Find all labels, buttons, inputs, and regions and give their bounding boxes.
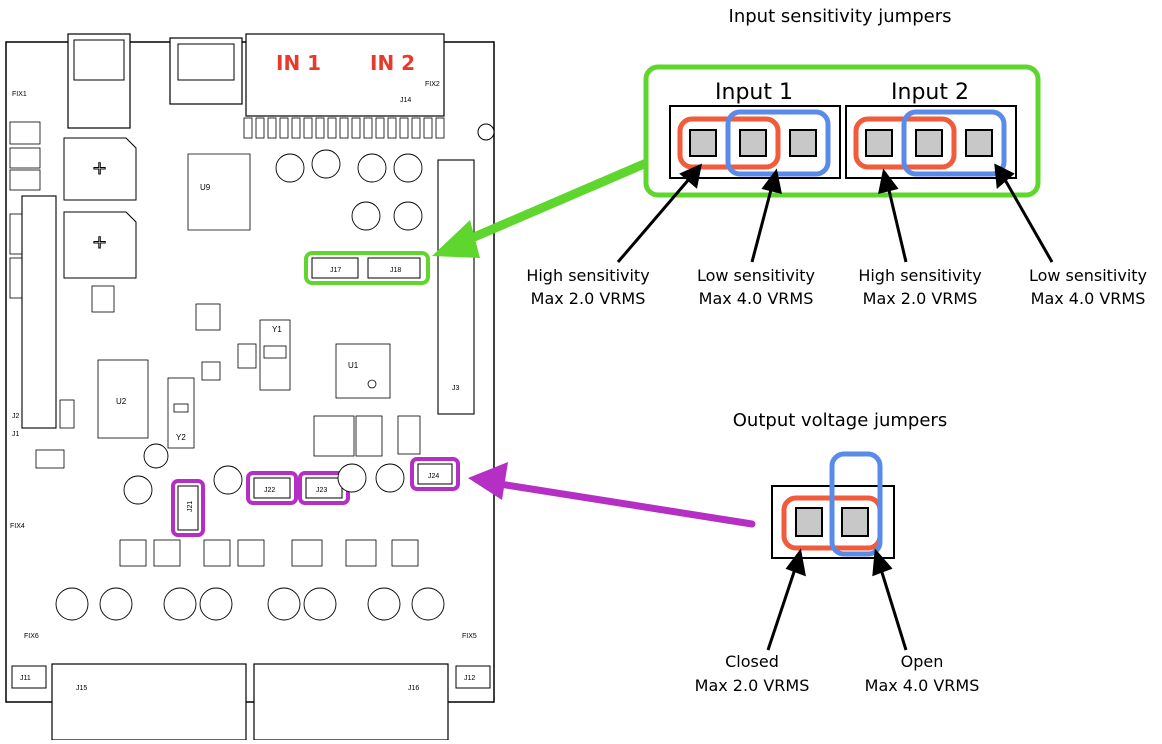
audio-capacitors-mid <box>123 443 405 505</box>
input2-pin-2 <box>915 129 943 157</box>
u2-label: U2 <box>116 397 127 406</box>
j2-label: J2 <box>12 413 20 420</box>
j11-label: J11 <box>20 675 31 682</box>
input-connector <box>245 33 445 117</box>
j24-label: J24 <box>428 473 439 480</box>
input1-high-label: High sensitivity <box>526 266 649 285</box>
fix4-label: FIX4 <box>10 523 25 530</box>
input2-title: Input 2 <box>891 80 969 105</box>
j24-jumper <box>417 463 453 485</box>
left-resistors <box>9 121 41 299</box>
svg-text:+: + <box>92 158 107 179</box>
input2-pin-1 <box>865 129 893 157</box>
j17-label: J17 <box>330 267 341 274</box>
j22-highlight <box>246 471 298 505</box>
j23-label: J23 <box>316 487 327 494</box>
j24-highlight <box>410 457 460 491</box>
j18-label: J18 <box>390 267 401 274</box>
output-open-label: Open <box>901 652 944 671</box>
output-open-jumper <box>829 451 883 557</box>
input1-title: Input 1 <box>715 80 793 105</box>
input-jumper-highlight <box>304 251 430 285</box>
j21-jumper <box>177 485 199 531</box>
input2-pin-3 <box>965 129 993 157</box>
svg-text:+: + <box>92 232 107 253</box>
fix1-label: FIX1 <box>12 91 27 98</box>
j17-jumper <box>311 257 359 279</box>
j12-label: J12 <box>464 675 475 682</box>
input-panel-title: Input sensitivity jumpers <box>729 6 952 27</box>
j22-jumper <box>253 477 291 499</box>
fix5-label: FIX5 <box>462 633 477 640</box>
output-closed-max: Max 2.0 VRMS <box>695 676 810 695</box>
j21-highlight <box>171 479 205 537</box>
output-opamps <box>119 539 419 567</box>
j21-label: J21 <box>187 501 194 512</box>
output-pin-2 <box>841 507 869 537</box>
j1-header <box>21 195 57 429</box>
input2-low-max: Max 4.0 VRMS <box>1031 289 1146 308</box>
input1-pin-1 <box>689 129 717 157</box>
j15-output-connector <box>51 663 247 741</box>
input1-pin-3 <box>789 129 817 157</box>
audio-capacitors-bottom <box>55 587 445 621</box>
j11-connector <box>11 665 47 689</box>
mid-components <box>35 285 421 469</box>
output-open-max: Max 4.0 VRMS <box>865 676 980 695</box>
j3-label: J3 <box>452 385 460 392</box>
input-callout-arrows <box>616 163 1054 263</box>
audio-capacitors-top <box>275 149 423 231</box>
input1-low-label: Low sensitivity <box>697 266 815 285</box>
j1-label: J1 <box>12 431 20 438</box>
output-panel-title: Output voltage jumpers <box>733 410 947 431</box>
j22-label: J22 <box>264 487 275 494</box>
in1-label: IN 1 <box>276 51 321 75</box>
input1-low-sens-jumper <box>725 109 831 177</box>
in2-label: IN 2 <box>370 51 415 75</box>
input1-low-max: Max 4.0 VRMS <box>699 289 814 308</box>
u9-outline <box>187 153 251 231</box>
input1-high-max: Max 2.0 VRMS <box>531 289 646 308</box>
j14-label: J14 <box>400 97 411 104</box>
j18-jumper <box>367 257 421 279</box>
output-callout-arrows <box>766 548 908 651</box>
u9-label: U9 <box>200 183 211 192</box>
top-resistor-row <box>243 117 445 139</box>
j12-connector <box>455 665 491 689</box>
output-closed-label: Closed <box>725 652 779 671</box>
fix2-label: FIX2 <box>425 81 440 88</box>
output-pin-1 <box>795 507 823 537</box>
y2-label: Y2 <box>176 433 186 442</box>
pcb-board: IN 1 IN 2 FIX2 J14 FIX1 J2 J1 <box>5 33 495 741</box>
input2-high-label: High sensitivity <box>858 266 981 285</box>
input2-high-max: Max 2.0 VRMS <box>863 289 978 308</box>
power-inductors: + + <box>63 137 137 279</box>
input2-low-sens-jumper <box>901 109 1007 177</box>
j15-label: J15 <box>76 685 87 692</box>
u1-label: U1 <box>348 361 359 370</box>
j16-label: J16 <box>408 685 419 692</box>
output-voltage-panel: Output voltage jumpers Closed Max 2.0 VR… <box>695 410 980 695</box>
input1-pin-2 <box>739 129 767 157</box>
green-pointer-arrow <box>432 159 649 258</box>
y1-label: Y1 <box>272 325 282 334</box>
j3-header <box>437 159 475 415</box>
purple-pointer-arrow <box>468 462 756 528</box>
fix6-label: FIX6 <box>24 633 39 640</box>
input-panel-frame <box>643 64 1041 198</box>
input2-low-label: Low sensitivity <box>1029 266 1147 285</box>
input-sensitivity-panel: Input sensitivity jumpers Input 1 Input … <box>526 6 1147 308</box>
j16-output-connector <box>253 663 449 741</box>
